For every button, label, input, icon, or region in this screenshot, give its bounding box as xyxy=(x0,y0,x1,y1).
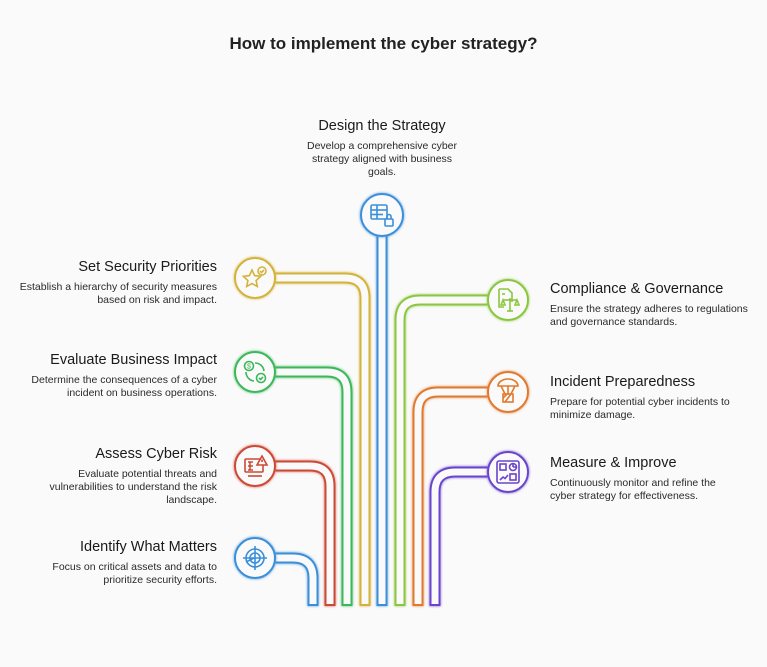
pipe-identify xyxy=(275,552,319,606)
step-incident: Incident Preparedness Prepare for potent… xyxy=(550,374,740,422)
pipe-impact xyxy=(275,366,353,606)
step-compliance: Compliance & Governance Ensure the strat… xyxy=(550,281,750,329)
step-identify: Identify What Matters Focus on critical … xyxy=(17,539,217,587)
dollar-cycle-check-icon: $ xyxy=(234,351,276,393)
step-title: Evaluate Business Impact xyxy=(50,352,217,368)
pipe-priorities xyxy=(275,272,371,606)
step-description: Ensure the strategy adheres to regulatio… xyxy=(550,303,748,328)
step-description: Evaluate potential threats and vulnerabi… xyxy=(49,468,217,506)
step-description: Prepare for potential cyber incidents to… xyxy=(550,396,730,421)
step-priorities: Set Security Priorities Establish a hier… xyxy=(17,259,217,307)
step-measure: Measure & Improve Continuously monitor a… xyxy=(550,455,740,503)
step-title: Measure & Improve xyxy=(550,455,677,471)
dashboard-chart-icon xyxy=(487,451,529,493)
star-check-icon xyxy=(234,257,276,299)
step-description: Determine the consequences of a cyber in… xyxy=(31,374,217,399)
svg-text:$: $ xyxy=(247,364,251,371)
target-icon xyxy=(234,537,276,579)
step-title: Identify What Matters xyxy=(80,539,217,555)
parachute-box-icon xyxy=(487,371,529,413)
document-scales-icon xyxy=(487,279,529,321)
step-impact: Evaluate Business Impact Determine the c… xyxy=(17,352,217,400)
pipe-compliance xyxy=(394,294,488,606)
step-description: Continuously monitor and refine the cybe… xyxy=(550,477,716,502)
pipe-measure xyxy=(429,466,488,606)
step-title: Compliance & Governance xyxy=(550,281,724,297)
table-lock-icon xyxy=(360,193,404,237)
monitor-warning-icon xyxy=(234,445,276,487)
step-design: Design the Strategy Develop a comprehens… xyxy=(297,118,467,179)
pipe-incident xyxy=(412,386,488,606)
step-risk: Assess Cyber Risk Evaluate potential thr… xyxy=(17,446,217,507)
step-title: Design the Strategy xyxy=(318,118,446,134)
diagram-title: How to implement the cyber strategy? xyxy=(229,34,538,53)
step-description: Establish a hierarchy of security measur… xyxy=(19,281,217,306)
pipe-risk xyxy=(275,460,336,606)
step-description: Focus on critical assets and data to pri… xyxy=(52,561,217,586)
step-description: Develop a comprehensive cyber strategy a… xyxy=(307,140,457,178)
step-title: Set Security Priorities xyxy=(78,259,217,275)
step-title: Incident Preparedness xyxy=(550,374,696,390)
step-title: Assess Cyber Risk xyxy=(95,446,217,462)
